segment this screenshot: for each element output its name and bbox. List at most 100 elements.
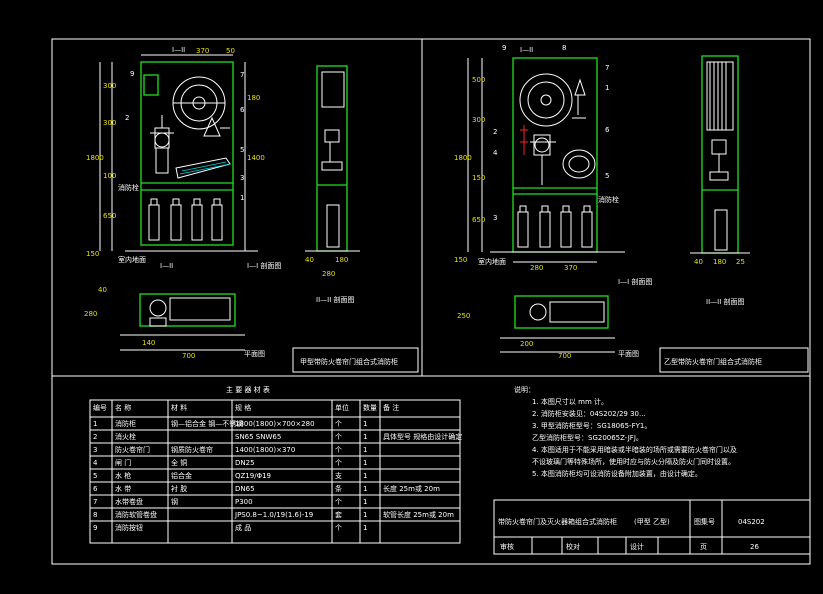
- table-cell: 5: [93, 472, 97, 480]
- table-cell: 1: [363, 498, 367, 506]
- table-cell: 消火栓: [115, 432, 136, 441]
- table-cell: 水 枪: [115, 471, 131, 480]
- table-cell: 防火卷帘门: [115, 445, 150, 454]
- table-cell: 6: [93, 485, 98, 493]
- left-side-dim-40: 40: [305, 256, 314, 264]
- right-side-title: II—II 剖面图: [706, 297, 744, 306]
- left-callout-1: 1: [240, 194, 244, 202]
- left-callout-5: 5: [240, 146, 244, 154]
- table-cell: 1: [363, 433, 367, 441]
- table-cell: 消防软管卷盘: [115, 510, 157, 519]
- note-line-7: 5. 本图消防柜均可设消防设备附加装置，由设计确定。: [532, 469, 702, 478]
- note-line-6: 不设玻璃门等特殊场所，使用时应与防火分隔及防火门同时设置。: [532, 457, 735, 466]
- table-cell: 个: [335, 498, 342, 506]
- table-cell: P300: [235, 498, 253, 506]
- left-plan-dim-40: 40: [98, 286, 107, 294]
- table-cell: 消防按钮: [115, 523, 143, 532]
- table-cell: 9: [93, 524, 97, 532]
- right-dim-150a: 150: [472, 174, 485, 182]
- left-dim-180: 180: [247, 94, 260, 102]
- right-dim-300: 300: [472, 116, 485, 124]
- table-cell: 8: [93, 511, 97, 519]
- table-cell: 衬 胶: [171, 484, 187, 493]
- table-cell: 个: [335, 524, 342, 532]
- note-line-5: 4. 本图适用于不能采用暗装或半暗装的场所或需要防火卷帘门以及: [532, 445, 737, 454]
- table-cell: 钢质防火卷帘: [171, 445, 213, 454]
- right-hose-label: 消防栓: [598, 195, 619, 204]
- left-dim-650: 650: [103, 212, 116, 220]
- left-callout-3: 3: [240, 174, 244, 182]
- right-callout-9: 9: [502, 44, 506, 52]
- table-cell: 个: [335, 420, 342, 428]
- table-cell: DN25: [235, 459, 255, 467]
- right-dim-150b: 150: [454, 256, 467, 264]
- right-plan-view: [500, 295, 615, 353]
- left-dim-300b: 300: [103, 119, 116, 127]
- right-callout-7: 7: [605, 64, 609, 72]
- left-side-dim-280: 280: [322, 270, 335, 278]
- table-cell: 1: [363, 511, 367, 519]
- table-cell: 钢: [171, 497, 178, 506]
- table-cell: 2: [93, 433, 97, 441]
- table-cell: 铝合金: [171, 471, 192, 480]
- table-cell: 消防柜: [115, 419, 136, 428]
- right-front-title: I—I 剖面图: [618, 277, 652, 286]
- right-callout-1: 1: [605, 84, 609, 92]
- table-cell: 1: [363, 459, 367, 467]
- table-cell: 套: [335, 510, 342, 519]
- right-dim-500: 500: [472, 76, 485, 84]
- left-plan-dim-700: 700: [182, 352, 195, 360]
- right-dim-280: 280: [530, 264, 543, 272]
- table-cell: 4: [93, 459, 98, 467]
- table-cell: QZ19/Φ19: [235, 472, 271, 480]
- drawing-title: 带防火卷帘门及灭火器箱组合式消防柜: [498, 517, 617, 526]
- left-floor-label: 室内地面: [118, 255, 146, 264]
- table-cell: 1: [363, 446, 367, 454]
- table-cell: 个: [335, 433, 342, 441]
- page-label: 页: [700, 543, 707, 551]
- table-cell: 1: [93, 420, 97, 428]
- left-side-dim-180: 180: [335, 256, 348, 264]
- right-callout-5: 5: [605, 172, 609, 180]
- atlas-number: 04S202: [738, 518, 765, 526]
- right-side-dim-40: 40: [694, 258, 703, 266]
- right-callout-2: 2: [493, 128, 497, 136]
- drawing-type-label: (甲型 乙型): [634, 517, 670, 526]
- table-header-cell: 材 料: [171, 403, 187, 412]
- right-callout-6: 6: [605, 126, 610, 134]
- table-cell: 支: [335, 471, 342, 480]
- design-label: 设计: [630, 542, 644, 551]
- table-cell: 1: [363, 420, 367, 428]
- table-cell: 3: [93, 446, 97, 454]
- right-caption: 乙型带防火卷帘门组合式消防柜: [664, 357, 762, 366]
- left-callout-6: 6: [240, 106, 245, 114]
- table-cell: SN65 SNW65: [235, 433, 281, 441]
- left-front-section: [99, 54, 258, 252]
- table-cell: 具体型号 规格由设计确定: [383, 432, 462, 441]
- left-plan-title: 平面图: [244, 350, 265, 358]
- right-section-mark: I—II: [520, 46, 533, 54]
- table-cell: DN65: [235, 485, 255, 493]
- table-header-cell: 名 称: [115, 403, 131, 412]
- left-caption: 甲型带防火卷帘门组合式消防柜: [300, 357, 398, 366]
- left-side-section: [305, 65, 360, 252]
- table-cell: 个: [335, 459, 342, 467]
- notes-block: 说明： 1. 本图尺寸以 mm 计。 2. 消防柜安装见：04S202/29 3…: [514, 385, 737, 478]
- left-dim-1800: 1800: [86, 154, 104, 162]
- table-cell: JPS0.8~1.0/19(1.6)-19: [234, 511, 313, 519]
- table-cell: 水 带: [115, 484, 131, 493]
- right-plan-dim-200: 200: [520, 340, 533, 348]
- table-cell: 钢—铝合金 钢—不锈钢: [171, 419, 243, 428]
- left-callout-7: 7: [240, 71, 244, 79]
- table-header-cell: 单位: [335, 403, 349, 412]
- note-line-2: 2. 消防柜安装见：04S202/29 30...: [532, 409, 646, 418]
- left-plan-dim-140: 140: [142, 339, 155, 347]
- left-section-mark-bottom: I—II: [160, 262, 173, 270]
- notes-heading: 说明：: [514, 385, 535, 394]
- left-plan-dim-280: 280: [84, 310, 97, 318]
- table-cell: 软管长度 25m或 20m: [383, 510, 454, 519]
- right-side-section: [690, 55, 750, 254]
- page-number: 26: [750, 543, 759, 551]
- table-cell: 1800(1800)×700×280: [235, 420, 315, 428]
